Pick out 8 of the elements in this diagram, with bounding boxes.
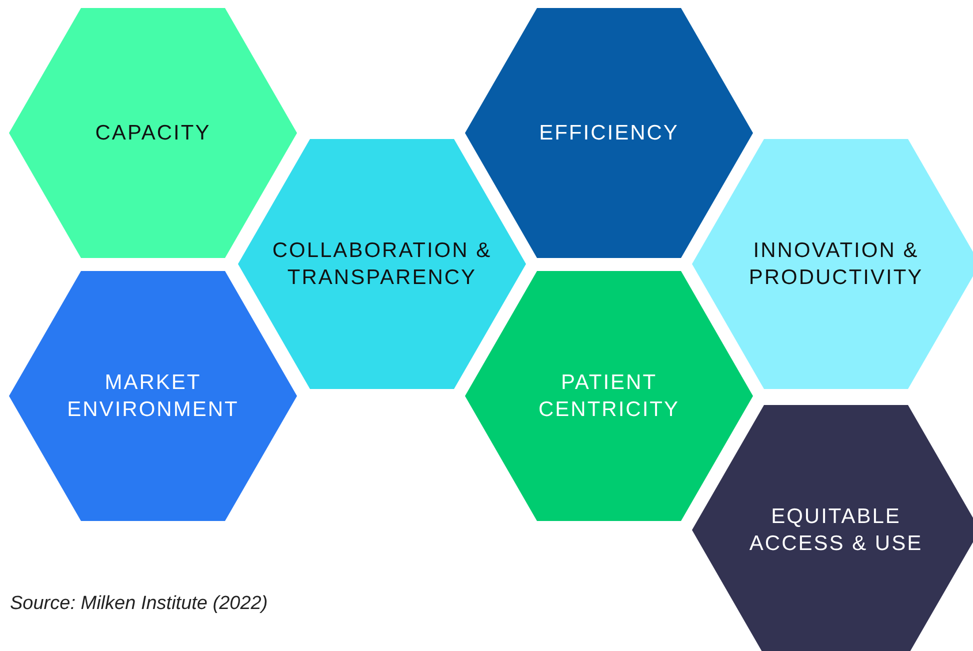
source-caption: Source: Milken Institute (2022) — [10, 593, 268, 615]
hexagon-label: MARKET ENVIRONMENT — [66, 370, 240, 423]
hexagon-label: INNOVATION & PRODUCTIVITY — [748, 238, 924, 291]
hexagon-label: EFFICIENCY — [538, 120, 680, 146]
hexagon-label: PATIENT CENTRICITY — [538, 370, 680, 423]
hexagon-label: EQUITABLE ACCESS & USE — [748, 504, 924, 557]
hexagon-label: CAPACITY — [94, 120, 212, 146]
hexagon-label: COLLABORATION & TRANSPARENCY — [271, 238, 493, 291]
